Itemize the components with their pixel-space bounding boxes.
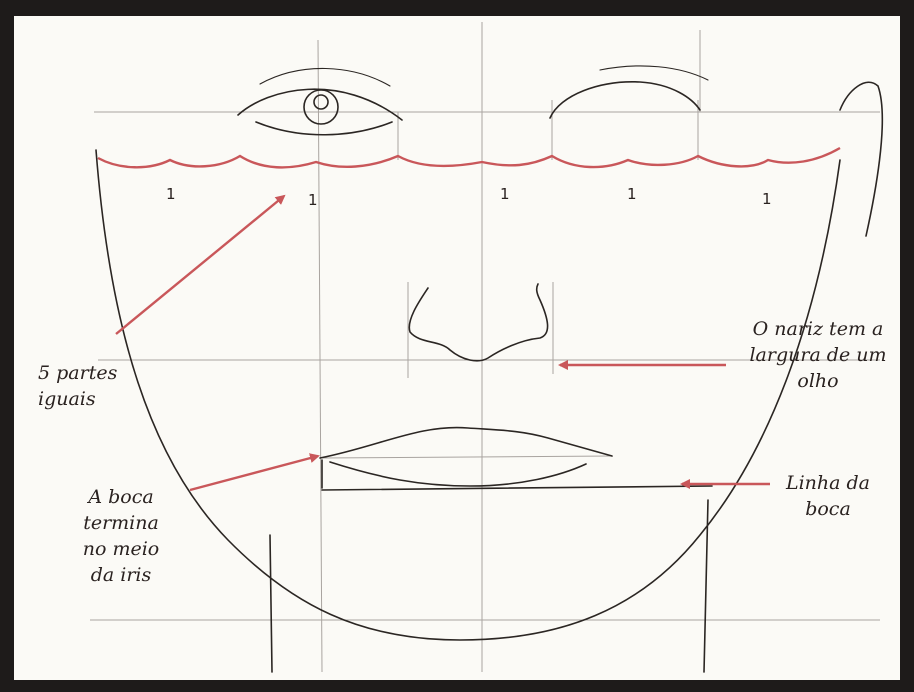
mouth-end-line-2: termina xyxy=(46,510,196,536)
nose-width-line-1: O nariz tem a xyxy=(728,316,908,342)
mouth-end-annotation: A boca termina no meio da iris xyxy=(46,484,196,588)
segment-label-3: 1 xyxy=(500,185,510,203)
five-parts-scallop xyxy=(98,148,840,167)
upper-lip xyxy=(320,428,612,458)
mouth-end-line-3: no meio xyxy=(46,536,196,562)
ear-outline xyxy=(840,82,882,236)
nose-width-annotation: O nariz tem a largura de um olho xyxy=(728,316,908,394)
mouth-end-line-1: A boca xyxy=(46,484,196,510)
nose-outline xyxy=(409,284,547,361)
nose-width-line-3: olho xyxy=(728,368,908,394)
segment-label-1: 1 xyxy=(166,185,176,203)
annotation-arrows xyxy=(116,196,770,490)
mouth-top-guide xyxy=(320,456,612,458)
segment-label-4: 1 xyxy=(627,185,637,203)
left-eyebrow xyxy=(260,68,390,86)
lower-lip xyxy=(330,462,586,486)
five-parts-line-2: iguais xyxy=(38,386,117,412)
right-eyebrow xyxy=(600,66,708,80)
mouth-line-line-1: Linha da xyxy=(768,470,888,496)
left-pupil xyxy=(314,95,328,109)
segment-label-5: 1 xyxy=(762,190,772,208)
arrow-five-parts xyxy=(116,196,284,334)
face-contour xyxy=(96,150,840,640)
mouth-end-line-4: da iris xyxy=(46,562,196,588)
segment-label-2: 1 xyxy=(308,191,318,209)
neck-left-line xyxy=(270,535,272,672)
right-eye-upper-lid xyxy=(550,82,700,118)
mouth-baseline xyxy=(322,460,712,490)
mouth-line-line-2: boca xyxy=(768,496,888,522)
nose-width-line-2: largura de um xyxy=(728,342,908,368)
left-eye-upper-lid xyxy=(238,89,402,120)
five-parts-annotation: 5 partes iguais xyxy=(38,360,117,412)
mouth-line-annotation: Linha da boca xyxy=(768,470,888,522)
arrow-mouth-end xyxy=(190,456,318,490)
five-parts-line-1: 5 partes xyxy=(38,360,117,386)
neck-right-line xyxy=(704,500,708,672)
